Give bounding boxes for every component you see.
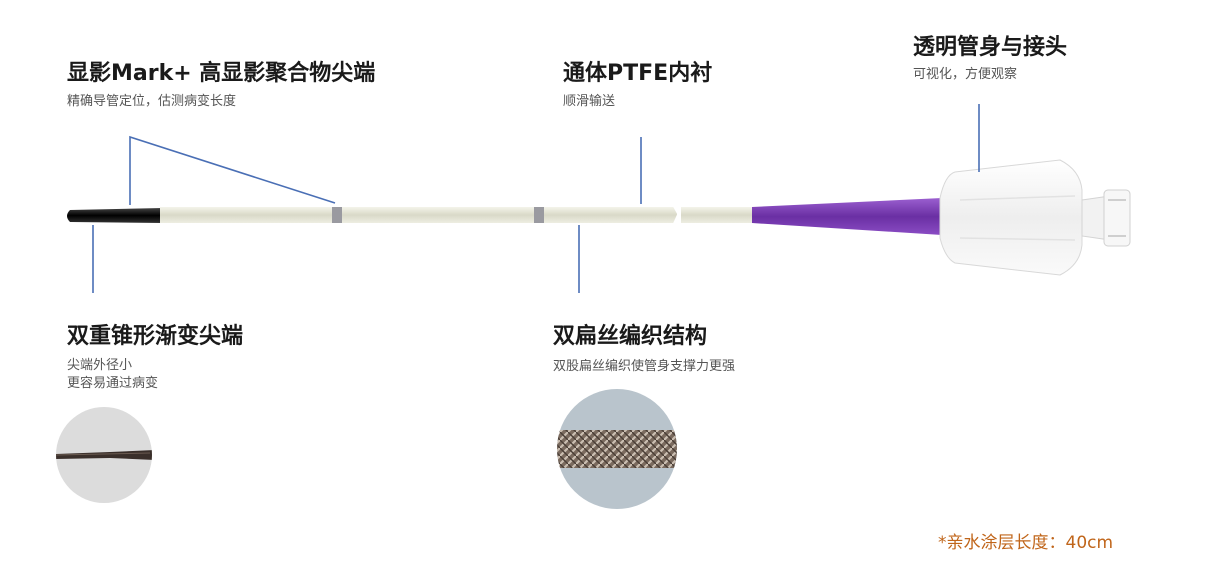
taper-subtitle-line-2: 更容易通过病变 — [67, 376, 159, 391]
taper-subtitle-line-1: 尖端外径小 — [67, 358, 133, 373]
mark-tip-title: 显影Mark+ 高显影聚合物尖端 — [67, 61, 376, 86]
taper-title: 双重锥形渐变尖端 — [67, 324, 244, 349]
ptfe-title: 通体PTFE内衬 — [563, 61, 713, 86]
marker-band — [332, 207, 342, 223]
braid-title: 双扁丝编织结构 — [553, 324, 708, 349]
braid-detail-photo — [557, 389, 677, 509]
connector-title: 透明管身与接头 — [913, 35, 1068, 60]
tip-detail-photo — [56, 407, 152, 503]
marker-band — [534, 207, 544, 223]
leader-lines — [92, 104, 980, 293]
catheter-tip — [67, 208, 162, 223]
transparent-hub — [939, 159, 1131, 276]
ptfe-subtitle: 顺滑输送 — [563, 94, 616, 109]
leader-line-mark — [129, 135, 336, 205]
strain-relief — [752, 198, 942, 235]
braid-subtitle: 双股扁丝编织使管身支撑力更强 — [553, 359, 736, 374]
mark-tip-subtitle: 精确导管定位，估测病变长度 — [67, 94, 237, 109]
catheter-shaft — [681, 207, 756, 223]
coating-length-note: *亲水涂层长度：40cm — [938, 533, 1114, 553]
catheter-shaft — [160, 207, 677, 223]
connector-subtitle: 可视化，方便观察 — [913, 67, 1018, 82]
